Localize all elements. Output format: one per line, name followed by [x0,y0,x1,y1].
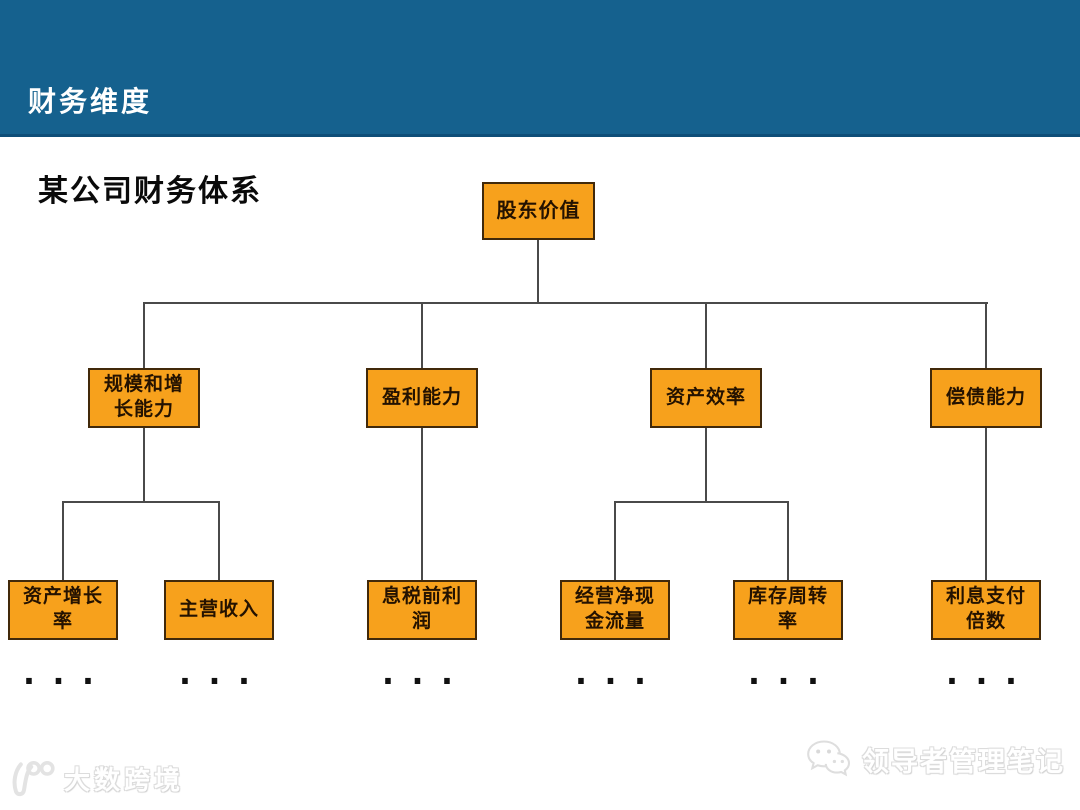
bottom-left-watermark-text: 大数跨境 [64,764,185,795]
node-scale-and-growth: 规模和增 长能力 [88,368,200,428]
connector-line [421,303,423,368]
ellipsis-placeholder: ... [18,653,108,693]
node-operating-net-cash-flow: 经营净现 金流量 [560,580,670,640]
header-title: 财务维度 [28,86,153,117]
ellipsis-placeholder: ... [377,653,467,693]
ellipsis-placeholder: ... [743,653,833,693]
connector-line [537,240,539,303]
node-ebit: 息税前利 润 [367,580,477,640]
connector-line [985,303,987,368]
connector-line [787,502,789,580]
header-bar: 财务维度 [0,0,1080,137]
bottom-left-watermark: 大数跨境 [8,758,184,798]
ellipsis-placeholder: ... [174,653,264,693]
connector-line [705,303,707,368]
node-shareholder-value: 股东价值 [482,182,595,240]
connector-line [143,302,988,304]
connector-line [62,502,64,580]
node-solvency: 偿债能力 [930,368,1042,428]
wechat-icon [804,738,854,780]
connector-line [143,303,145,368]
slide-title: 某公司财务体系 [38,175,262,208]
connector-line [143,428,145,503]
connector-line [985,428,987,580]
connector-line [614,501,789,503]
connector-line [62,501,220,503]
ellipsis-placeholder: ... [941,653,1031,693]
node-asset-growth-rate: 资产增长 率 [8,580,118,640]
ellipsis-placeholder: ... [570,653,660,693]
connector-line [421,428,423,580]
bottom-right-watermark: 领导者管理笔记 [804,738,1065,780]
node-main-operating-revenue: 主营收入 [164,580,274,640]
node-interest-coverage-ratio: 利息支付 倍数 [931,580,1041,640]
node-asset-efficiency: 资产效率 [650,368,762,428]
connector-line [705,428,707,503]
node-profitability: 盈利能力 [366,368,478,428]
node-inventory-turnover-rate: 库存周转 率 [733,580,843,640]
dashu-kuajing-logo-icon [8,758,56,798]
connector-line [614,502,616,580]
connector-line [218,502,220,580]
bottom-right-watermark-text: 领导者管理笔记 [862,746,1065,777]
